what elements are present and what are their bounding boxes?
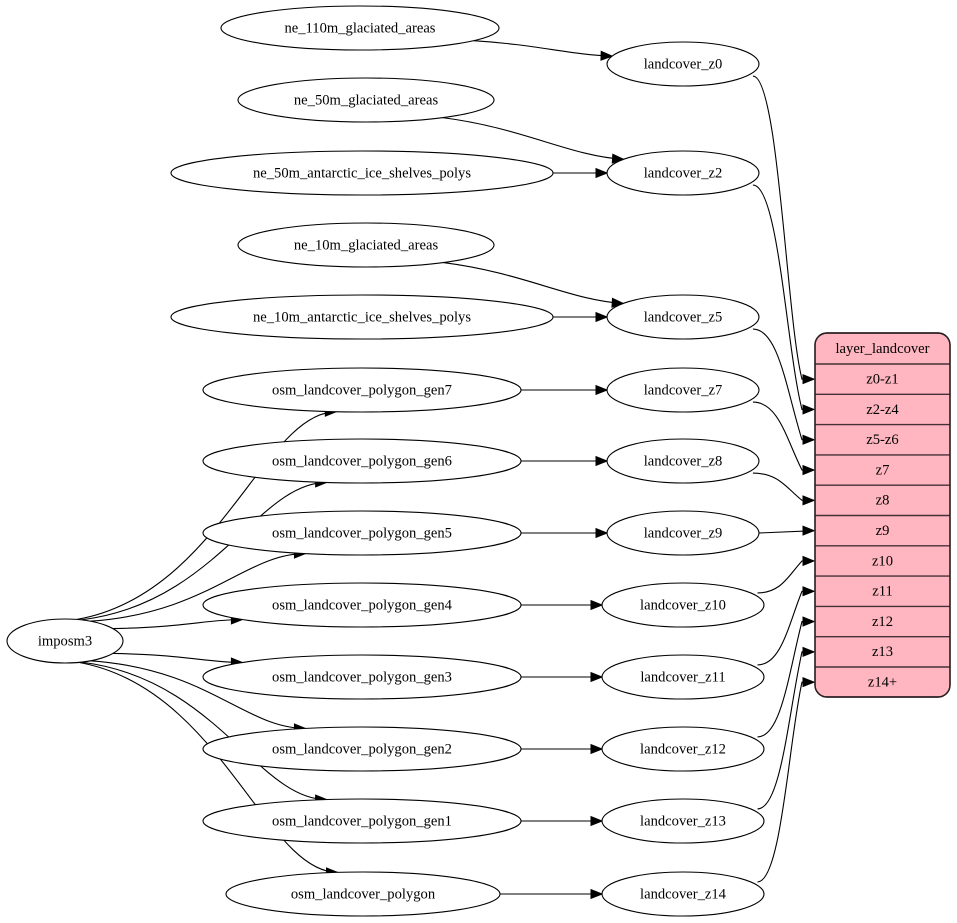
table-row-z5-z6[interactable]: z5-z6 xyxy=(866,432,898,448)
node-osm_landcover_polygon_gen4[interactable]: osm_landcover_polygon_gen4 xyxy=(202,582,522,628)
node-label: imposm3 xyxy=(38,633,92,649)
node-landcover_z11[interactable]: landcover_z11 xyxy=(601,654,765,700)
node-osm_landcover_polygon_gen2[interactable]: osm_landcover_polygon_gen2 xyxy=(202,726,522,772)
node-label: osm_landcover_polygon_gen5 xyxy=(272,525,452,541)
edge-landcover_z12-to-layer_landcover-z12 xyxy=(757,616,816,738)
node-label: osm_landcover_polygon xyxy=(291,886,436,902)
node-landcover_z10[interactable]: landcover_z10 xyxy=(601,582,765,628)
node-ne_10m_antarctic_ice_shelves_polys[interactable]: ne_10m_antarctic_ice_shelves_polys xyxy=(170,294,554,340)
node-label: landcover_z8 xyxy=(644,453,723,469)
table-row-z8[interactable]: z8 xyxy=(876,493,890,509)
table-row-z7[interactable]: z7 xyxy=(876,462,890,478)
node-label: landcover_z5 xyxy=(644,309,723,325)
node-label: landcover_z14 xyxy=(640,886,727,902)
table-row-z12[interactable]: z12 xyxy=(872,614,893,630)
node-label: landcover_z13 xyxy=(640,813,726,829)
table-row-z2-z4[interactable]: z2-z4 xyxy=(866,402,899,418)
node-imposm3[interactable]: imposm3 xyxy=(6,618,124,664)
node-label: osm_landcover_polygon_gen6 xyxy=(272,453,452,469)
node-landcover_z9[interactable]: landcover_z9 xyxy=(606,510,760,556)
node-osm_landcover_polygon_gen6[interactable]: osm_landcover_polygon_gen6 xyxy=(202,438,522,484)
edge-landcover_z8-to-layer_landcover-z8 xyxy=(752,472,816,506)
node-ne_50m_glaciated_areas[interactable]: ne_50m_glaciated_areas xyxy=(237,77,495,123)
edge-landcover_z5-to-layer_landcover-z5-z6 xyxy=(752,328,816,445)
edge-osm_landcover_polygon_gen7-to-landcover_z7 xyxy=(521,384,609,396)
node-ne_10m_glaciated_areas[interactable]: ne_10m_glaciated_areas xyxy=(237,222,495,268)
node-osm_landcover_polygon[interactable]: osm_landcover_polygon xyxy=(225,871,501,917)
edge-ne_110m_glaciated_areas-to-landcover_z0 xyxy=(473,40,614,61)
node-label: landcover_z12 xyxy=(640,741,726,757)
edge-landcover_z9-to-layer_landcover-z9 xyxy=(758,525,816,536)
node-label: ne_50m_antarctic_ice_shelves_polys xyxy=(253,165,471,181)
edge-landcover_z14-to-layer_landcover-z14- xyxy=(757,677,816,883)
node-label: osm_landcover_polygon_gen1 xyxy=(272,813,452,829)
node-label: osm_landcover_polygon_gen2 xyxy=(272,741,452,757)
node-landcover_z12[interactable]: landcover_z12 xyxy=(601,726,765,772)
table-row-z10[interactable]: z10 xyxy=(872,553,893,569)
node-ne_50m_antarctic_ice_shelves_polys[interactable]: ne_50m_antarctic_ice_shelves_polys xyxy=(170,150,554,196)
layer-table-header-label: layer_landcover xyxy=(836,341,930,357)
layer-table-outline xyxy=(814,332,951,698)
node-label: landcover_z2 xyxy=(644,165,723,181)
node-label: landcover_z10 xyxy=(640,597,726,613)
edge-landcover_z7-to-layer_landcover-z7 xyxy=(752,401,816,476)
node-landcover_z0[interactable]: landcover_z0 xyxy=(606,41,760,87)
node-label: osm_landcover_polygon_gen4 xyxy=(272,597,453,613)
edge-ne_10m_antarctic_ice_shelves_polys-to-landcover_z5 xyxy=(553,311,609,323)
edge-osm_landcover_polygon_gen1-to-landcover_z13 xyxy=(521,815,604,827)
table-row-z0-z1[interactable]: z0-z1 xyxy=(866,371,898,387)
node-landcover_z13[interactable]: landcover_z13 xyxy=(601,798,765,844)
edge-imposm3-to-osm_landcover_polygon_gen4 xyxy=(112,614,244,630)
edge-ne_50m_antarctic_ice_shelves_polys-to-landcover_z2 xyxy=(553,167,609,179)
node-label: landcover_z7 xyxy=(644,382,723,398)
node-ne_110m_glaciated_areas[interactable]: ne_110m_glaciated_areas xyxy=(220,5,500,51)
edge-osm_landcover_polygon-to-landcover_z14 xyxy=(500,888,604,900)
edge-osm_landcover_polygon_gen6-to-landcover_z8 xyxy=(521,455,609,467)
edge-imposm3-to-osm_landcover_polygon_gen3 xyxy=(112,652,244,668)
edge-landcover_z10-to-layer_landcover-z10 xyxy=(757,555,816,594)
node-osm_landcover_polygon_gen7[interactable]: osm_landcover_polygon_gen7 xyxy=(202,367,522,413)
node-label: landcover_z11 xyxy=(640,669,725,685)
node-label: landcover_z0 xyxy=(644,56,723,72)
nodes-layer: imposm3 ne_110m_glaciated_areas ne_50m_gla… xyxy=(6,5,765,917)
layer-landcover-table[interactable]: layer_landcover z0-z1 z2-z4 z5-z6 z7 z8 z9 z10 z… xyxy=(814,332,951,698)
table-row-z11[interactable]: z11 xyxy=(872,584,893,600)
node-landcover_z7[interactable]: landcover_z7 xyxy=(606,367,760,413)
edge-landcover_z0-to-layer_landcover-z0-z1 xyxy=(752,75,816,385)
edge-landcover_z13-to-layer_landcover-z13 xyxy=(757,646,816,810)
node-landcover_z2[interactable]: landcover_z2 xyxy=(606,150,760,196)
edge-osm_landcover_polygon_gen5-to-landcover_z9 xyxy=(521,527,609,539)
edge-osm_landcover_polygon_gen2-to-landcover_z12 xyxy=(521,743,604,755)
node-landcover_z14[interactable]: landcover_z14 xyxy=(601,871,765,917)
node-label: ne_110m_glaciated_areas xyxy=(284,20,435,36)
node-osm_landcover_polygon_gen5[interactable]: osm_landcover_polygon_gen5 xyxy=(202,510,522,556)
node-label: ne_50m_glaciated_areas xyxy=(294,92,439,108)
node-label: ne_10m_antarctic_ice_shelves_polys xyxy=(253,309,471,325)
edge-landcover_z11-to-layer_landcover-z11 xyxy=(757,586,816,666)
node-label: osm_landcover_polygon_gen3 xyxy=(272,669,452,685)
edge-osm_landcover_polygon_gen3-to-landcover_z11 xyxy=(521,671,604,683)
table-row-z9[interactable]: z9 xyxy=(876,523,890,539)
table-row-z14-[interactable]: z14+ xyxy=(868,674,897,690)
node-landcover_z8[interactable]: landcover_z8 xyxy=(606,438,760,484)
node-label: ne_10m_glaciated_areas xyxy=(294,237,439,253)
node-osm_landcover_polygon_gen1[interactable]: osm_landcover_polygon_gen1 xyxy=(202,798,522,844)
node-osm_landcover_polygon_gen3[interactable]: osm_landcover_polygon_gen3 xyxy=(202,654,522,700)
node-landcover_z5[interactable]: landcover_z5 xyxy=(606,294,760,340)
table-row-z13[interactable]: z13 xyxy=(872,644,893,660)
node-label: landcover_z9 xyxy=(644,525,723,541)
edge-osm_landcover_polygon_gen4-to-landcover_z10 xyxy=(521,599,604,611)
node-label: osm_landcover_polygon_gen7 xyxy=(272,382,452,398)
edge-landcover_z2-to-layer_landcover-z2-z4 xyxy=(752,184,816,415)
